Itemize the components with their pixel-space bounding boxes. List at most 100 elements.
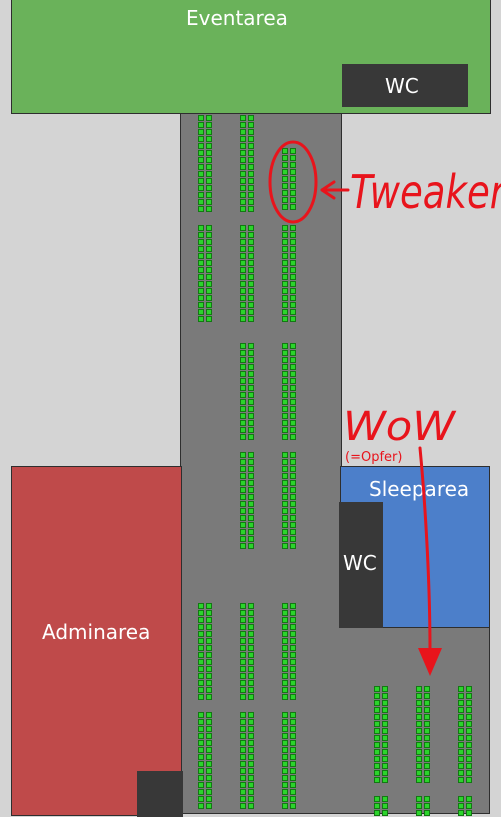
seat <box>248 434 254 440</box>
seat <box>282 169 288 175</box>
seat <box>282 274 288 280</box>
seat <box>248 638 254 644</box>
seat <box>206 631 212 637</box>
seat <box>240 487 246 493</box>
seat <box>374 742 380 748</box>
seat-column <box>240 115 254 212</box>
seat <box>206 726 212 732</box>
seat <box>240 267 246 273</box>
seat <box>282 197 288 203</box>
seat <box>382 693 388 699</box>
seat <box>248 782 254 788</box>
seat <box>248 740 254 746</box>
seat <box>248 459 254 465</box>
seat <box>206 150 212 156</box>
seat <box>282 494 288 500</box>
seat <box>240 239 246 245</box>
seat <box>206 136 212 142</box>
seat <box>198 164 204 170</box>
seat <box>290 645 296 651</box>
seat <box>248 536 254 542</box>
seat <box>290 232 296 238</box>
seat <box>206 694 212 700</box>
seat <box>282 659 288 665</box>
seat-column <box>282 603 296 700</box>
seat <box>248 754 254 760</box>
seat <box>248 775 254 781</box>
seat <box>416 707 422 713</box>
seat <box>198 122 204 128</box>
seat <box>290 309 296 315</box>
seat <box>282 515 288 521</box>
seat <box>458 742 464 748</box>
seat <box>282 508 288 514</box>
seat <box>458 686 464 692</box>
seat <box>282 638 288 644</box>
seat <box>206 164 212 170</box>
seat <box>206 171 212 177</box>
tweaker-arrow <box>320 180 350 200</box>
seat <box>290 768 296 774</box>
seat <box>198 150 204 156</box>
seat <box>282 162 288 168</box>
seat <box>282 190 288 196</box>
seat <box>382 714 388 720</box>
seat <box>248 659 254 665</box>
seat <box>206 225 212 231</box>
seat <box>240 309 246 315</box>
seat <box>206 761 212 767</box>
seat <box>282 487 288 493</box>
seat <box>290 522 296 528</box>
seat <box>240 115 246 121</box>
seat <box>282 295 288 301</box>
seat <box>282 309 288 315</box>
seat <box>290 183 296 189</box>
seat <box>382 742 388 748</box>
seat <box>282 536 288 542</box>
wow-arrow-line <box>418 446 432 652</box>
seat <box>416 810 422 816</box>
seat <box>206 260 212 266</box>
seat <box>248 185 254 191</box>
seat <box>290 631 296 637</box>
seat <box>424 756 430 762</box>
seat <box>248 694 254 700</box>
seat <box>248 427 254 433</box>
seat <box>248 295 254 301</box>
seat <box>282 473 288 479</box>
seat <box>290 246 296 252</box>
seat <box>248 281 254 287</box>
seat <box>198 733 204 739</box>
seat <box>248 652 254 658</box>
seat <box>240 199 246 205</box>
seat <box>240 768 246 774</box>
seat <box>290 529 296 535</box>
seat <box>466 721 472 727</box>
seat <box>240 178 246 184</box>
seat <box>240 164 246 170</box>
seat <box>290 364 296 370</box>
seat <box>198 673 204 679</box>
seat <box>198 796 204 802</box>
seat <box>240 364 246 370</box>
seat <box>206 115 212 121</box>
seat <box>240 399 246 405</box>
seat <box>290 536 296 542</box>
seat <box>240 136 246 142</box>
seat <box>198 694 204 700</box>
seat <box>248 452 254 458</box>
seat <box>248 143 254 149</box>
seat <box>240 274 246 280</box>
seat <box>282 392 288 398</box>
seat <box>206 645 212 651</box>
seat <box>424 686 430 692</box>
seat <box>382 749 388 755</box>
seat <box>248 171 254 177</box>
seat <box>240 515 246 521</box>
seat <box>374 749 380 755</box>
seat <box>198 712 204 718</box>
seat <box>290 225 296 231</box>
seat <box>290 392 296 398</box>
seat <box>282 687 288 693</box>
seat <box>240 253 246 259</box>
